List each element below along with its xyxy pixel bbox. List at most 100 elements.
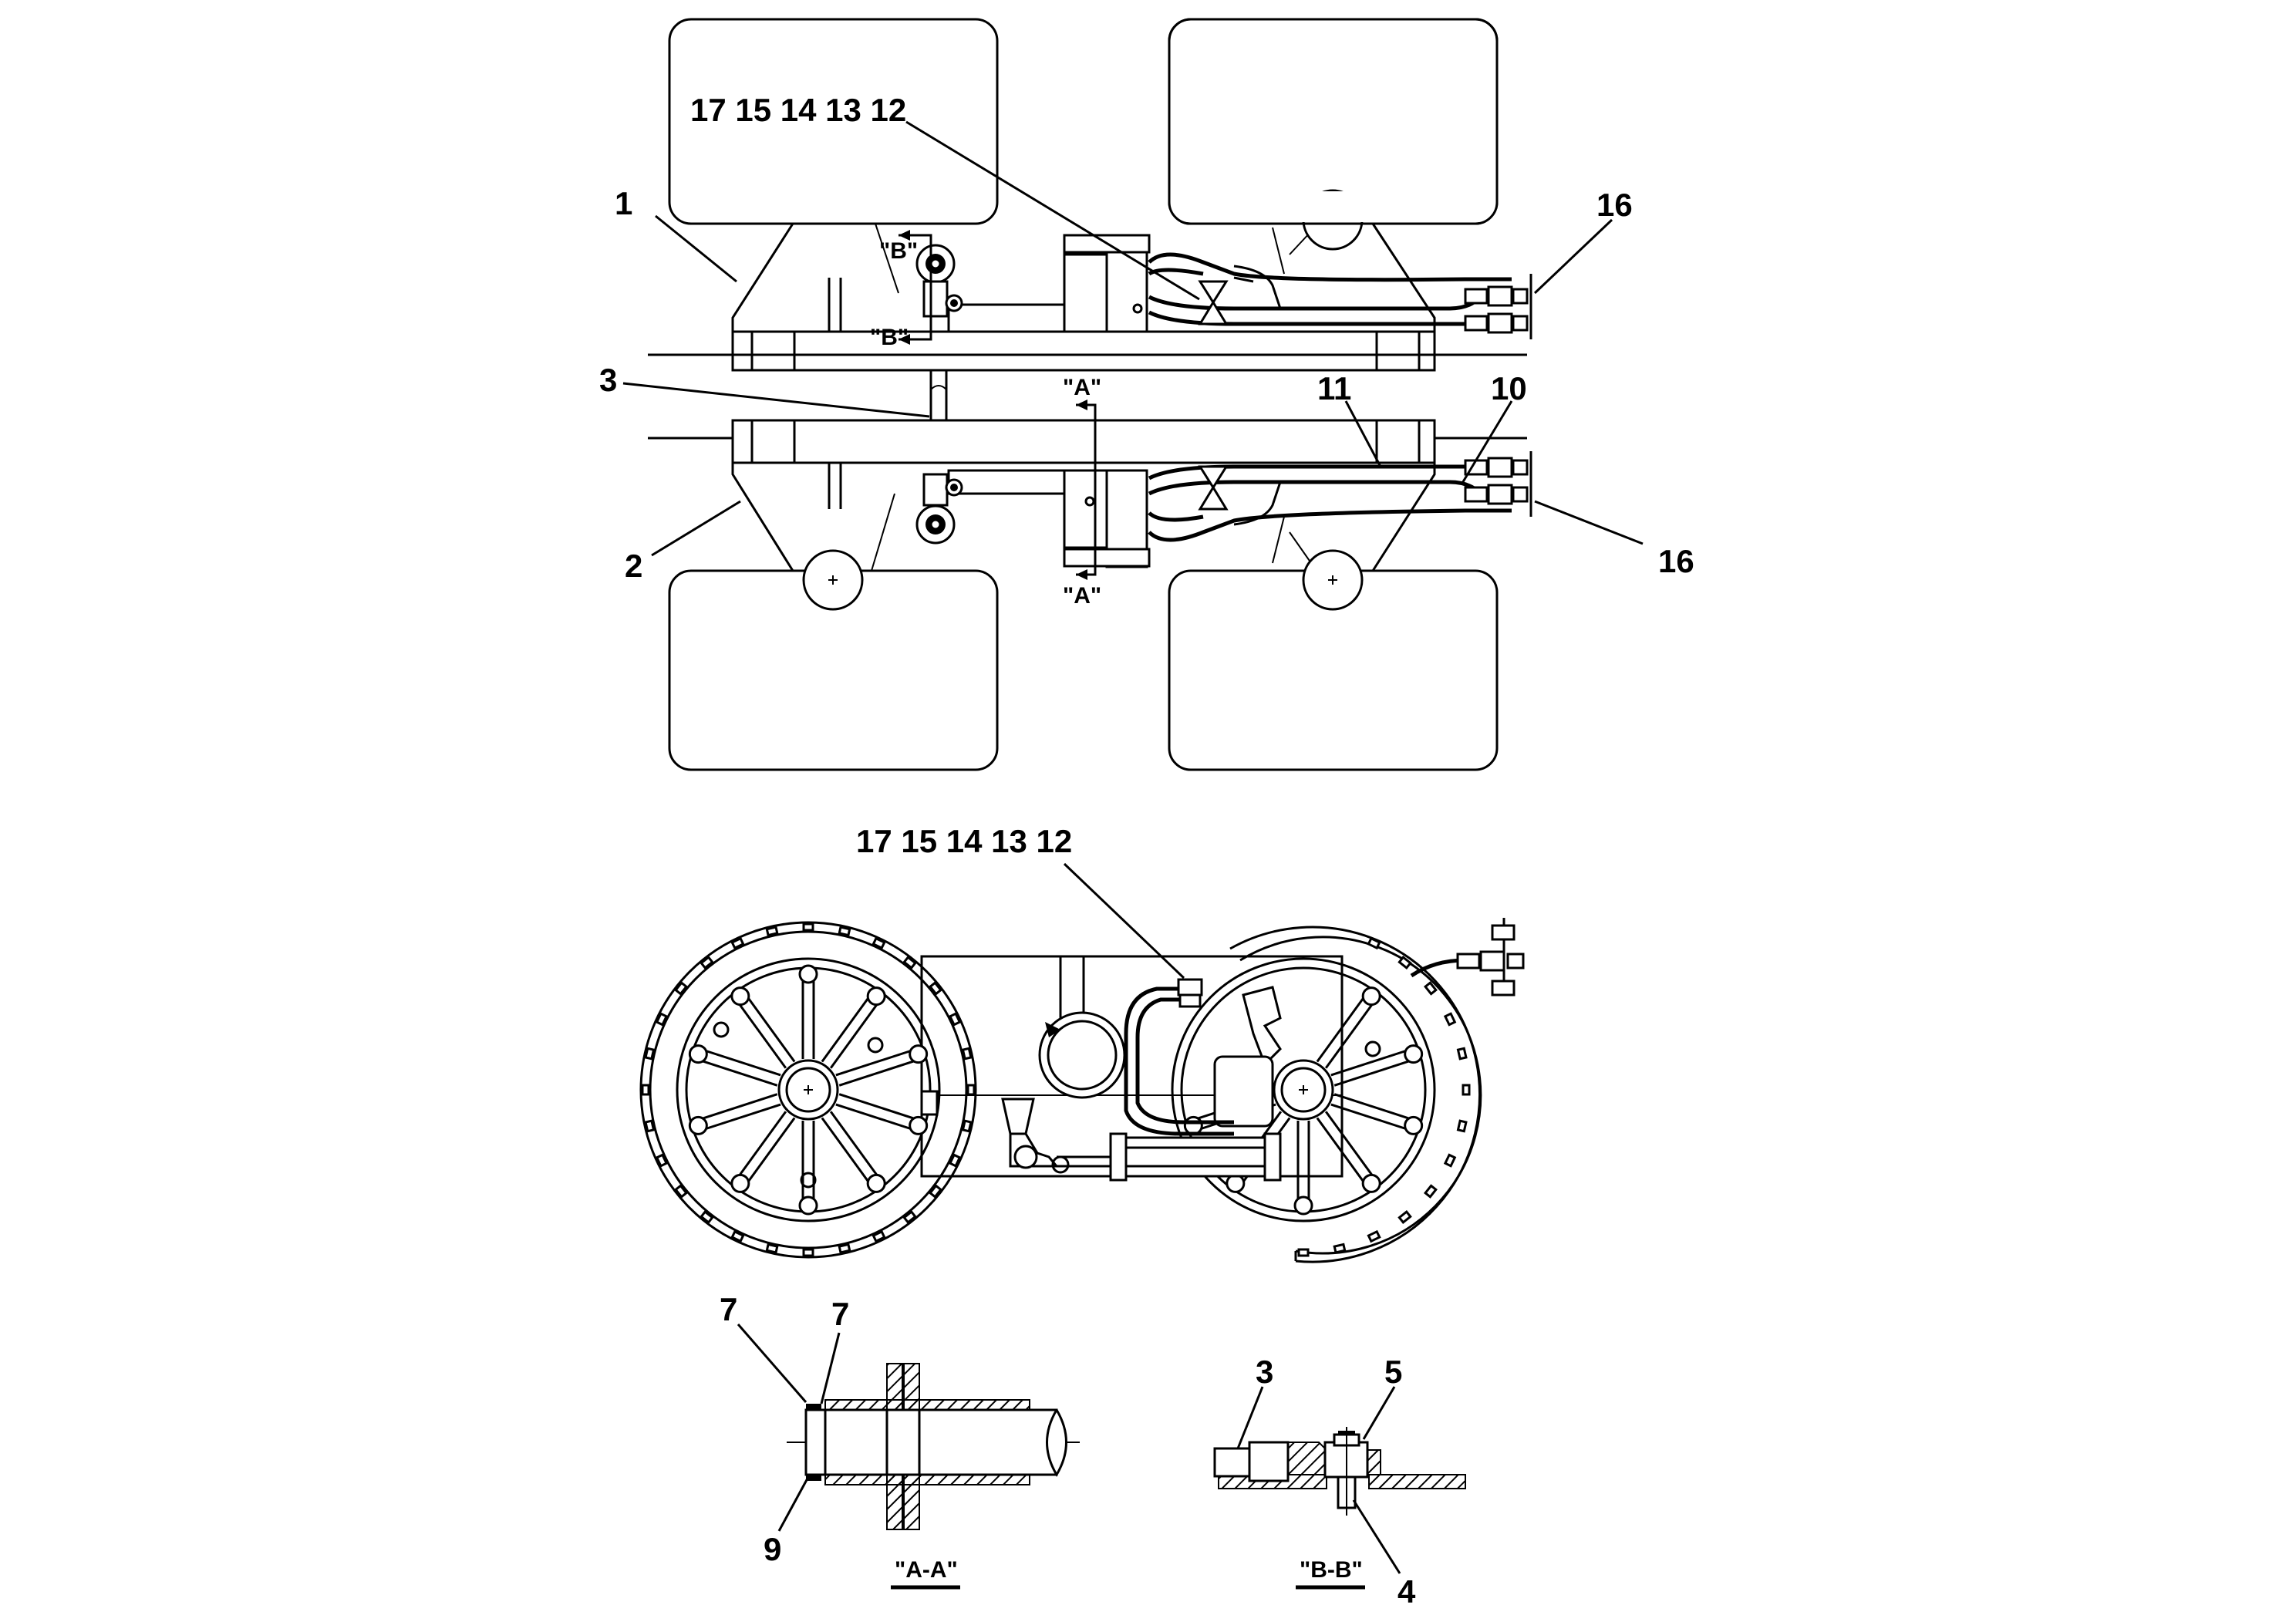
tread-lug [961, 1047, 973, 1061]
callout-7-right: 7 [831, 1296, 849, 1332]
lug-lower [915, 473, 963, 545]
section-mark-b-top: "B" [879, 238, 918, 264]
callout-11: 11 [1317, 370, 1351, 406]
tire-top-left [668, 18, 999, 225]
section-title-aa: "A-A" [895, 1557, 958, 1583]
spoke-end [1361, 986, 1381, 1007]
callout-3: 3 [599, 362, 617, 398]
wheel-spoke [696, 1047, 781, 1087]
callout-1: 1 [615, 185, 632, 221]
spoke-end [1226, 1173, 1246, 1193]
tread-lug [1367, 1229, 1381, 1243]
wheel-spoke [734, 1111, 796, 1188]
tread-lug [948, 1012, 962, 1027]
wheel-spoke [821, 1111, 882, 1188]
gear-block [1213, 1055, 1274, 1128]
tread-lug [1333, 1243, 1347, 1254]
callout-16-bottom: 16 [1658, 543, 1694, 579]
callout-4: 4 [1397, 1573, 1416, 1610]
wheel-left [639, 921, 977, 1259]
wheel-spoke [801, 1121, 815, 1206]
tread-lug [1423, 981, 1438, 996]
tread-lug [928, 981, 942, 996]
tread-lug [730, 1229, 745, 1243]
section-mark-a-top: "A" [1063, 375, 1101, 400]
spoke-end [1404, 1044, 1424, 1064]
wheel-spoke [801, 974, 815, 1059]
wheel-spoke [835, 1047, 921, 1087]
spoke-end [1404, 1115, 1424, 1135]
tread-lug [928, 1184, 942, 1199]
tread-lug [802, 922, 814, 932]
tread-lug [1456, 1047, 1468, 1061]
hydraulic-cylinder [1057, 1132, 1282, 1182]
wheel-spoke [1330, 1047, 1416, 1087]
wheel-spoke [821, 992, 882, 1069]
wheel-spoke [835, 1093, 921, 1132]
wheel-spoke [1316, 992, 1377, 1069]
wheel-spoke [734, 992, 796, 1069]
tread-lug [902, 1209, 917, 1224]
spoke-end [798, 1195, 818, 1216]
frame-upper [731, 223, 1532, 372]
spoke-end [909, 1044, 929, 1064]
wheel-spoke [1316, 1111, 1377, 1188]
tread-lug [1397, 956, 1412, 970]
callout-group-side: 17 15 14 13 12 [856, 823, 1072, 859]
spoke-end [1293, 1195, 1313, 1216]
tread-lug [872, 1229, 886, 1243]
tread-lug [730, 936, 745, 950]
tread-lug [765, 1243, 779, 1254]
spoke-end [866, 986, 886, 1007]
spoke-end [866, 1173, 886, 1193]
callout-2: 2 [625, 548, 642, 584]
wheel-spoke [696, 1093, 781, 1132]
tread-lug [1423, 1184, 1438, 1199]
wheel-right [1171, 926, 1482, 1263]
tread-lug [700, 956, 714, 970]
tread-lug [1367, 936, 1381, 950]
tread-lug [838, 926, 851, 937]
tread-lug [655, 1153, 669, 1168]
section-aa: 7 7 9 "A-A" [720, 1291, 1080, 1590]
plan-view: "B" "B" "A" "A" 17 15 14 13 12 1 3 2 16 … [599, 18, 1694, 771]
callout-5: 5 [1384, 1354, 1402, 1390]
spoke-end [688, 1115, 708, 1135]
tread-lug [872, 936, 886, 950]
spoke-end [1361, 1173, 1381, 1193]
tread-lug [961, 1119, 973, 1133]
tread-lug [1443, 1012, 1457, 1027]
section-mark-a-bottom: "A" [1063, 583, 1101, 609]
spoke-end [798, 964, 818, 984]
tread-lug [1456, 1119, 1468, 1133]
tank-round [1038, 1011, 1126, 1099]
tread-lug [948, 1153, 962, 1168]
tread-lug [700, 1209, 714, 1224]
tread-lug [644, 1047, 656, 1061]
tread-lug [674, 981, 689, 996]
callout-group-top: 17 15 14 13 12 [690, 92, 906, 128]
callout-10: 10 [1491, 370, 1527, 406]
section-title-bb: "B-B" [1300, 1557, 1363, 1583]
tread-lug [838, 1243, 851, 1254]
wheel-spoke [1296, 1121, 1310, 1206]
tread-lug [674, 1184, 689, 1199]
spoke-end [688, 1044, 708, 1064]
side-view: 17 15 14 13 12 [639, 823, 1525, 1263]
spoke-end [1183, 1115, 1203, 1135]
frame-lower [731, 419, 1532, 572]
tread-lug [1443, 1153, 1457, 1168]
lug-upper [915, 244, 963, 318]
tread-lug [966, 1084, 976, 1096]
tread-lug [655, 1012, 669, 1027]
callout-16-top: 16 [1596, 187, 1633, 223]
tread-lug [802, 1248, 814, 1257]
callout-3-bb: 3 [1256, 1354, 1273, 1390]
tread-lug [644, 1119, 656, 1133]
tread-lug [1397, 1209, 1412, 1224]
wheel-spoke [1330, 1093, 1416, 1132]
tread-lug [902, 956, 917, 970]
section-mark-b-bottom: "B" [870, 325, 909, 350]
tread-lug [1462, 1084, 1471, 1096]
